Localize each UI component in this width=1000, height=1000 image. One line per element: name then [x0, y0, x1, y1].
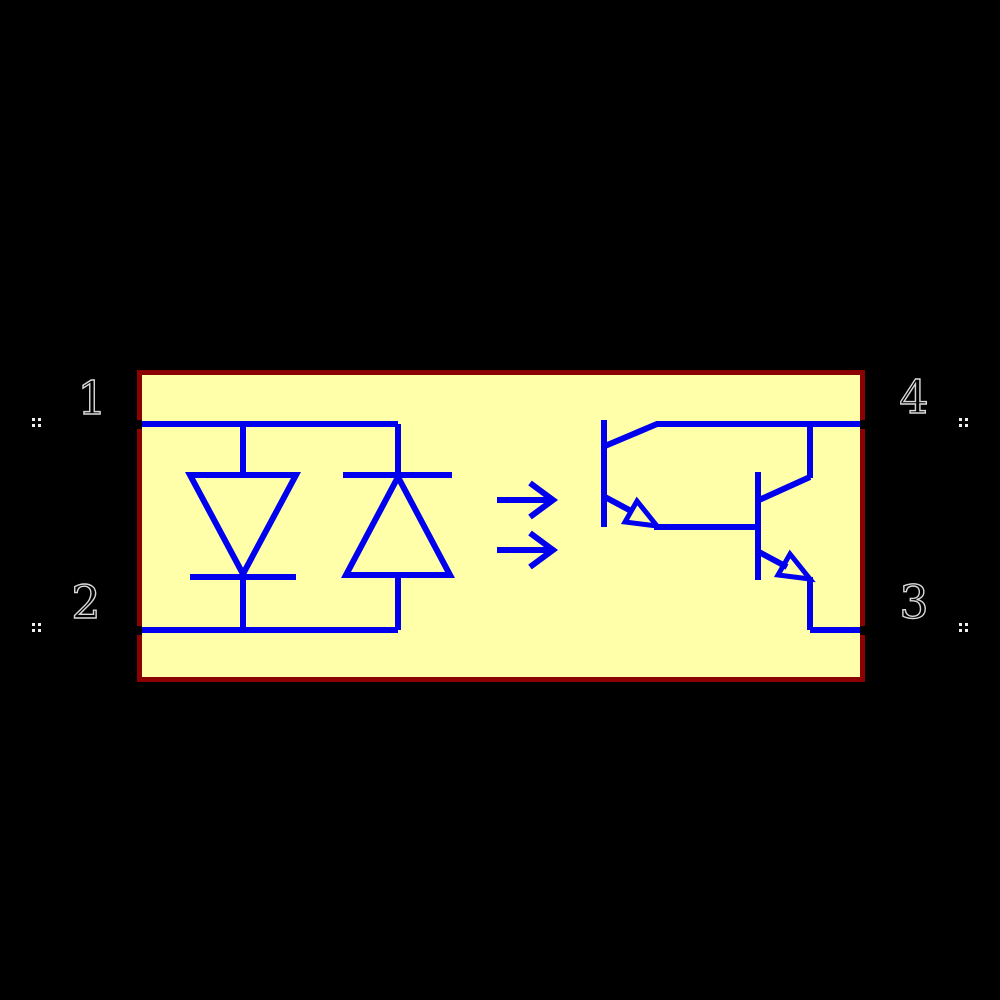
light-arrow-top-head [528, 480, 559, 520]
q1-collector-line [603, 421, 659, 449]
pin2-marker [32, 623, 41, 632]
pin-endpoint-markers [32, 418, 968, 632]
led-down-triangle [184, 472, 302, 581]
pin3-tip [860, 626, 866, 635]
q2-collector-line [757, 474, 812, 503]
pin4-label: 4 [899, 370, 928, 424]
input-wires [137, 421, 398, 633]
q1-emitter-line [603, 494, 635, 515]
pin1-marker [32, 418, 41, 427]
pin-tips [136, 420, 866, 635]
pin4-tip [860, 420, 866, 429]
pin2-label: 2 [71, 575, 100, 629]
pin1-label: 1 [77, 371, 106, 425]
light-arrow-bottom-head [528, 530, 559, 570]
led-up-icon [341, 424, 455, 630]
phototransistor-q2-icon [755, 424, 816, 630]
phototransistor-q1-icon [601, 420, 759, 530]
q2-emitter-arrowhead [773, 549, 816, 583]
pin1-tip [136, 420, 142, 429]
output-wires [656, 421, 865, 633]
light-arrows-icon [497, 480, 559, 570]
pin-labels: 1 2 4 3 [71, 369, 930, 629]
pin4-marker [959, 418, 968, 427]
q1-emitter-arrowhead [620, 496, 663, 530]
led-down-icon [184, 424, 302, 630]
pin3-marker [959, 623, 968, 632]
pin3-label: 3 [899, 575, 928, 629]
pin2-tip [136, 626, 142, 635]
